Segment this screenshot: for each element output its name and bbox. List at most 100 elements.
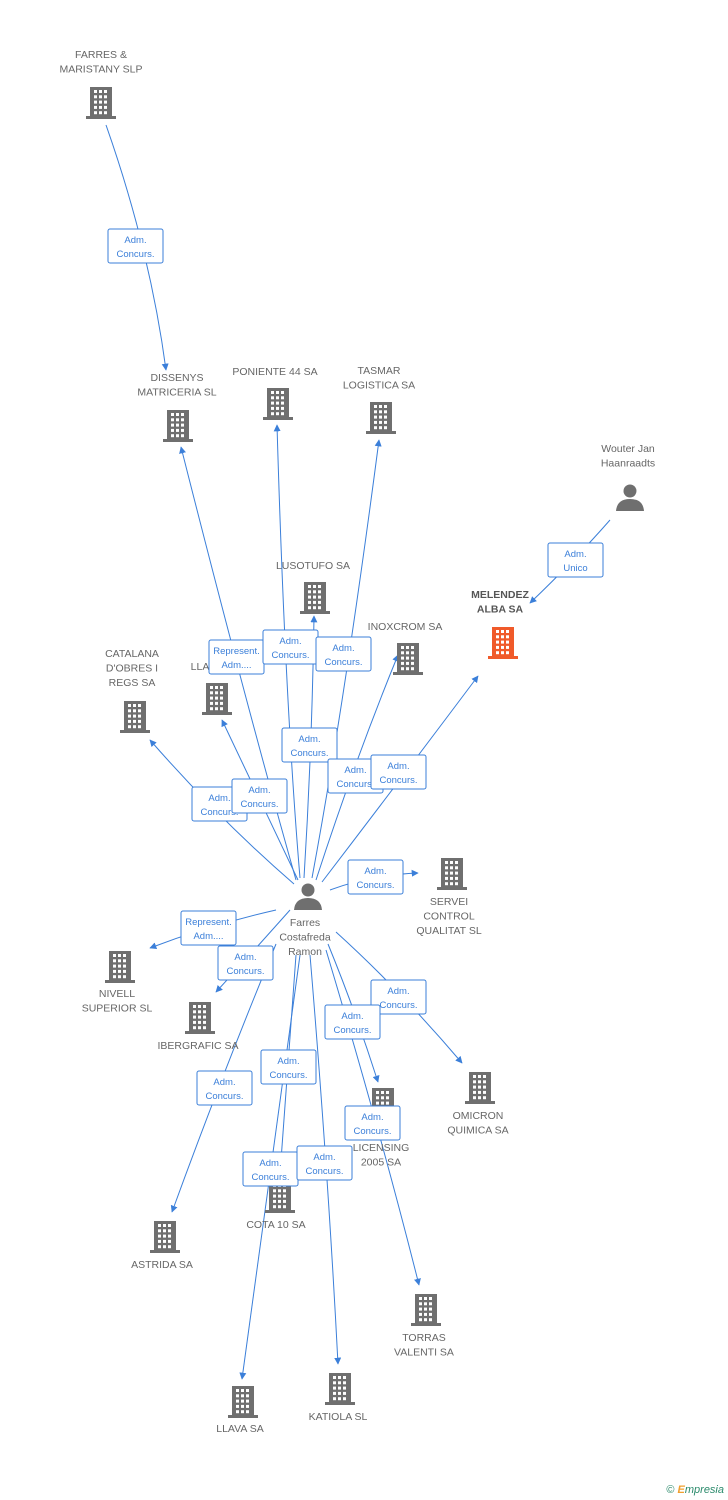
- building-icon: [120, 701, 150, 733]
- building-icon: [202, 683, 232, 715]
- edge-label-farres-to-llava[interactable]: Adm. Concurs.: [242, 1151, 299, 1187]
- edge-label-farres-to-tasmar[interactable]: Adm.Concurs.: [315, 636, 372, 672]
- building-icon: [325, 1373, 355, 1405]
- edge-farres-to-poniente: [273, 424, 301, 879]
- node-lla[interactable]: LLA: [191, 661, 232, 715]
- edge-label-line: Represent.: [213, 646, 259, 657]
- node-ibergrafic[interactable]: IBERGRAFIC SA: [157, 1002, 239, 1052]
- edge-label-farres-to-astrida[interactable]: Adm. Concurs.: [196, 1070, 253, 1106]
- edge-label-farres-to-nivell[interactable]: Represent.Adm....: [180, 910, 237, 946]
- edge-label-farres-to-ibergrafic[interactable]: Adm.Concurs.: [217, 945, 274, 981]
- building-icon: [437, 858, 467, 890]
- node-omicron[interactable]: OMICRON QUIMICA SA: [447, 1072, 509, 1137]
- edge-label-farres-to-melendez[interactable]: Adm.Concurs.: [370, 754, 427, 790]
- edge-label-farres-to-lusotufo[interactable]: Adm.Concurs.: [281, 727, 338, 763]
- edge-label-line: Adm.: [124, 235, 146, 246]
- edge-label-line: Adm.: [332, 643, 354, 654]
- edge-label-farres-to-katiola[interactable]: Adm.Concurs.: [296, 1145, 353, 1181]
- brand-name: mpresia: [684, 1484, 724, 1496]
- edge-label-line: Concurs.: [356, 880, 394, 891]
- edge-label-farres-to-torras[interactable]: Adm.Concurs.: [344, 1105, 401, 1141]
- node-label: IBERGRAFIC SA: [157, 1040, 238, 1052]
- edge-labels-layer: Adm.Concurs.Adm.UnicoRepresent.Adm....Ad…: [107, 228, 604, 1187]
- edge-label-farres-to-poniente[interactable]: Adm.Concurs.: [262, 629, 319, 665]
- edge-label-line: Concurs.: [205, 1091, 243, 1102]
- edge-label-line: Concurs.: [353, 1126, 391, 1137]
- node-cota[interactable]: COTA 10 SA: [246, 1181, 306, 1231]
- building-icon: [228, 1386, 258, 1418]
- edge-label-line: Concurs.: [290, 748, 328, 759]
- node-label: TASMAR: [358, 365, 401, 377]
- node-label: LOGISTICA SA: [343, 380, 415, 392]
- node-label: COTA 10 SA: [246, 1219, 305, 1231]
- person-icon: [616, 484, 644, 511]
- node-label: PONIENTE 44 SA: [232, 366, 317, 378]
- edge-label-line: Adm....: [221, 660, 251, 671]
- building-icon: [150, 1221, 180, 1253]
- node-label: LLA: [191, 661, 210, 673]
- edge-label-wouter-to-melendez[interactable]: Adm.Unico: [547, 542, 604, 578]
- edge-label-line: Adm.: [313, 1152, 335, 1163]
- edge-label-farres-to-servei[interactable]: Adm. Concurs.: [347, 859, 404, 895]
- node-katiola[interactable]: KATIOLA SL: [309, 1373, 368, 1423]
- node-label: CATALANA: [105, 648, 159, 660]
- edge-label-farres_maristany-to-dissenys[interactable]: Adm. Concurs.: [107, 228, 164, 264]
- node-inoxcrom[interactable]: INOXCROM SA: [368, 621, 443, 675]
- edge-label-line: Adm.: [277, 1056, 299, 1067]
- edge-label-line: Concurs.: [116, 249, 154, 260]
- person-icon: [294, 883, 322, 910]
- edge-label-line: Concurs.: [226, 966, 264, 977]
- node-label: MARISTANY SLP: [59, 64, 142, 76]
- edge-label-line: Concurs.: [240, 799, 278, 810]
- node-label: LICENSING: [353, 1142, 410, 1154]
- node-label: LLAVA SA: [216, 1423, 263, 1435]
- footer-brand[interactable]: ©Empresia: [666, 1484, 724, 1496]
- building-icon: [411, 1294, 441, 1326]
- building-icon: [465, 1072, 495, 1104]
- node-astrida[interactable]: ASTRIDA SA: [131, 1221, 193, 1271]
- edge-label-line: Adm.: [387, 761, 409, 772]
- node-label: NIVELL: [99, 988, 135, 1000]
- node-label: REGS SA: [109, 677, 156, 689]
- edge-label-line: Concurs.: [379, 1000, 417, 1011]
- edge-label-line: Adm.: [364, 866, 386, 877]
- node-poniente[interactable]: PONIENTE 44 SA: [232, 366, 318, 420]
- edge-label-farres-to-omicron[interactable]: Adm.Concurs.: [370, 979, 427, 1015]
- edge-label-farres-to-lla[interactable]: Adm.Concurs.: [231, 778, 288, 814]
- edge-label-line: Concurs.: [333, 1025, 371, 1036]
- edge-label-farres-to-inoxcrom[interactable]: Adm.Concurs.: [327, 758, 384, 794]
- edge-label-line: Adm.: [259, 1158, 281, 1169]
- node-label: CONTROL: [423, 911, 474, 923]
- node-label: Ramon: [288, 946, 322, 958]
- edge-label-line: Concurs.: [251, 1172, 289, 1183]
- node-label: Farres: [290, 917, 320, 929]
- edge-label-line: Unico: [563, 563, 587, 574]
- node-label: Wouter Jan: [601, 443, 655, 455]
- node-lusotufo[interactable]: LUSOTUFO SA: [276, 560, 350, 614]
- node-farres_maristany[interactable]: FARRES &MARISTANY SLP: [59, 49, 143, 119]
- node-label: INOXCROM SA: [368, 621, 443, 633]
- copyright-symbol: ©: [666, 1484, 675, 1496]
- node-label: OMICRON: [453, 1110, 504, 1122]
- edge-label-line: Adm.: [213, 1077, 235, 1088]
- node-llava[interactable]: LLAVA SA: [216, 1386, 264, 1435]
- node-label: KATIOLA SL: [309, 1411, 368, 1423]
- edge-label-line: Adm.: [279, 636, 301, 647]
- edge-label-farres-to-cota[interactable]: Adm.Concurs.: [260, 1049, 317, 1085]
- building-icon: [163, 410, 193, 442]
- node-label: LUSOTUFO SA: [276, 560, 350, 572]
- edge-label-farres-to-licensing[interactable]: Adm. Concurs.: [324, 1004, 381, 1040]
- edge-label-farres-to-dissenys[interactable]: Represent. Adm....: [208, 639, 265, 675]
- node-tasmar[interactable]: TASMAR LOGISTICA SA: [343, 365, 415, 434]
- edge-label-line: Adm.: [341, 1011, 363, 1022]
- node-label: QUIMICA SA: [447, 1125, 508, 1137]
